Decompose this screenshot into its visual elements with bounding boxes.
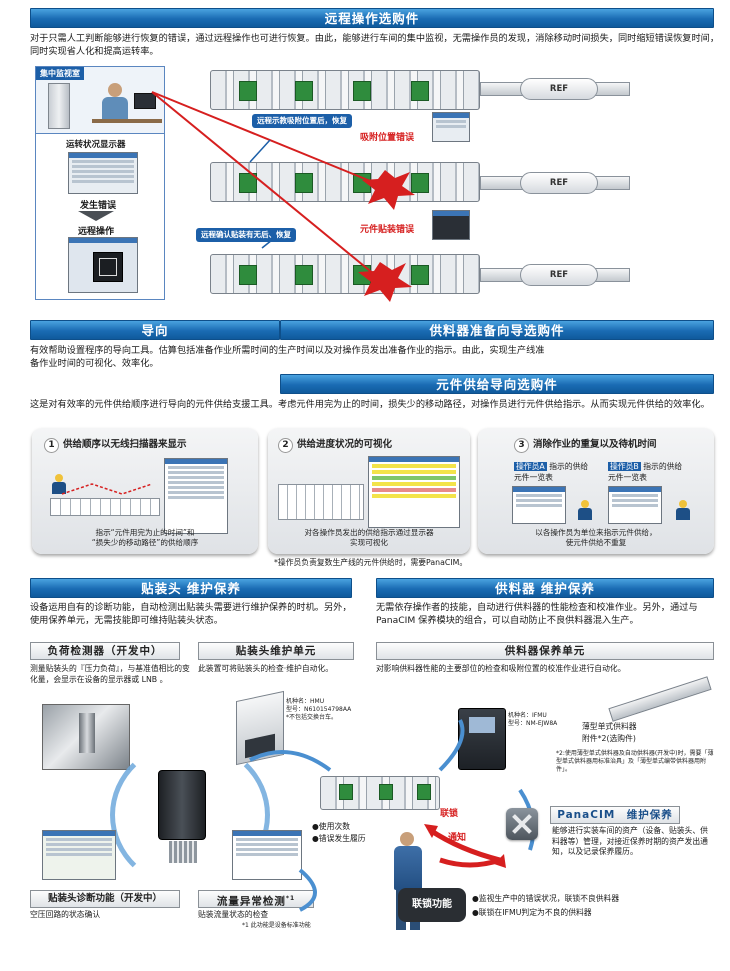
label-mount-error: 元件贴装错误 <box>360 225 415 235</box>
machine-screen-1 <box>432 112 470 142</box>
guide-banner-right: 供料器准备向导选购件 <box>280 320 714 340</box>
supply-footnote: *操作员负责复数生产线的元件供给时，需要PanaCIM。 <box>274 558 468 567</box>
step-1-caption: 指示“元件用完为止的时间”和 “损失少的移动路径”的供给顺序 <box>91 528 199 547</box>
feeder-unit-desc: 对影响供料器性能的主要部位的检查和吸附位置的校准作业进行自动化。 <box>376 664 626 673</box>
flow-detection-desc: 贴装流量状态的检查 <box>198 910 269 919</box>
feeder-maintenance-desc: 无需依存操作者的技能，自动进行供料器的性能检查和校准作业。另外，通过与PanaC… <box>376 602 698 626</box>
operator-a-list-label: 操作员A 指示的供给 元件一览表 <box>514 462 589 482</box>
ref-label-2: REF <box>520 172 598 194</box>
server-illustration <box>48 83 70 129</box>
supply-description: 这是对有效率的元件供给顺序进行导向的元件供给支援工具。考虑元件用完为止的时间，损… <box>30 399 710 410</box>
monitor-room-panel: 集中监视室 <box>35 66 165 134</box>
remote-description: 对于只需人工判断能够进行恢复的错误，通过远程操作也可进行恢复。由此，能够进行车间… <box>30 33 720 57</box>
remote-op-label: 远程操作 <box>78 227 115 237</box>
operator-a-worker <box>578 500 592 520</box>
remote-flow-panel: 运转状况显示器 发生错误 远程操作 <box>35 134 165 300</box>
usage-count-label: ●使用次数 <box>312 822 350 831</box>
head-cycle-arrows <box>110 740 270 890</box>
step-1-scanner-screen <box>164 458 228 534</box>
load-detector-photo <box>42 704 130 770</box>
hmu-not-include: *不包括交换台车。 <box>286 714 338 721</box>
operator-at-desk <box>108 83 122 97</box>
ifmu-machine-name: 机种名：IFMU <box>508 712 547 719</box>
guide-description: 有效帮助设置程序的导向工具。估算包括准备作业所需时间的生产时间以及对操作员发出准… <box>30 345 545 369</box>
supply-banner: 元件供给导向选购件 <box>280 374 714 394</box>
interlock-item-2: ●联锁在IFMU判定为不良的供料器 <box>472 908 592 917</box>
error-history-label: ●错误发生履历 <box>312 834 366 843</box>
tag-remote-pickup: 远程示教吸附位置后，恢复 <box>252 114 352 128</box>
head-diagnosis-desc: 空压回路的状态确认 <box>30 910 101 919</box>
center-production-line <box>320 776 440 810</box>
load-detector-desc: 测量贴装头的『压力负荷』，与基准值相比的变化量，会显示在设备的显示器或 LNB … <box>30 664 190 684</box>
head-maintenance-desc: 设备运用自有的诊断功能，自动检测出贴装头需要进行维护保养的时机。另外，使用保养单… <box>30 602 352 626</box>
step-1-feeder-strip <box>50 498 160 516</box>
operator-a-screen <box>512 486 566 524</box>
head-diagnosis-title: 贴装头诊断功能（开发中） <box>30 890 180 908</box>
step-3-caption: 以各操作员为单位来指示元件供给， 使元件供给不重复 <box>535 528 657 547</box>
step-2-feeder-strip <box>278 484 364 520</box>
panacim-maintenance-desc: 能够进行实装车间的资产（设备、贴装头、供料器等）管理，对接近保养时期的资产发出通… <box>552 826 708 856</box>
remote-section-banner: 远程操作选购件 <box>30 8 714 28</box>
tag-remote-mount: 远程确认贴装有无后、恢复 <box>196 228 296 242</box>
feeder-unit-title: 供料器保养单元 <box>376 642 714 660</box>
load-detector-title: 负荷检测器（开发中） <box>30 642 180 660</box>
head-unit-title: 贴装头维护单元 <box>198 642 354 660</box>
desk <box>92 119 162 123</box>
ref-label-1: REF <box>520 78 598 100</box>
head-unit-desc: 此装置可将贴装头的检查·维护自动化。 <box>198 664 334 673</box>
flow-detection-screen <box>232 830 302 880</box>
flow-detection-title: 流量异常检测*1 <box>198 890 314 908</box>
operator-b-worker <box>676 500 690 520</box>
step-2-caption: 对各操作员发出的供给指示通过显示器 实现可视化 <box>304 528 434 547</box>
machine-screen-2 <box>432 210 470 240</box>
operator-b-list-label: 操作员B 指示的供给 元件一览表 <box>608 462 683 482</box>
step-1-worker <box>52 474 66 494</box>
feeder-note-2: *2:使用薄型单式供料器及自动供料器(开发中)时，需要「薄型单式供料器用标准治具… <box>556 750 714 773</box>
interlock-item-1: ●监视生产中的错误状况，联锁不良供料器 <box>472 894 620 903</box>
hmu-model-no: 型号：N610154798AA <box>286 706 352 713</box>
production-line-2 <box>210 162 480 202</box>
head-maintenance-banner: 贴装头 维护保养 <box>30 578 352 598</box>
feeder-maintenance-banner: 供料器 维护保养 <box>376 578 714 598</box>
operator-b-screen <box>608 486 662 524</box>
head-diagnosis-screen <box>42 830 116 880</box>
label-pickup-error: 吸附位置错误 <box>360 133 415 143</box>
status-display-label: 运转状况显示器 <box>66 140 126 150</box>
panacim-tool-icon <box>506 808 538 840</box>
status-display-screen <box>68 152 138 194</box>
ifmu-model-no: 型号：NM-EJW8A <box>508 720 558 727</box>
down-arrow-icon <box>78 211 114 221</box>
interlock-function-box: 联锁功能 <box>398 888 466 922</box>
desk-monitor <box>134 93 156 109</box>
guide-banner-left: 导向 <box>30 320 280 340</box>
notify-arrow-label: 通知 <box>448 833 467 843</box>
panacim-maintenance-title: PanaCIM 维护保养 <box>550 806 680 824</box>
monitor-room-label: 集中监视室 <box>36 67 84 80</box>
hmu-machine-name: 机种名：HMU <box>286 698 325 705</box>
error-arrows <box>151 91 415 302</box>
ref-label-3: REF <box>520 264 598 286</box>
production-line-3 <box>210 254 480 294</box>
feeder-cycle-arrows <box>249 719 536 912</box>
interlock-arrow-label: 联锁 <box>440 809 459 819</box>
step-1-path <box>61 483 153 495</box>
flow-detection-note: *1 此功能是设备标准功能 <box>242 922 311 929</box>
thin-feeder-label: 薄型单式供料器 <box>582 722 637 731</box>
step-2-progress-screen <box>368 456 460 528</box>
attachment-label: 附件*2(选购件) <box>582 734 636 743</box>
ifmu-machine <box>458 708 506 770</box>
remote-op-screen <box>68 237 138 293</box>
error-occur-label: 发生错误 <box>80 201 117 211</box>
operator-body <box>102 97 128 119</box>
production-line-1 <box>210 70 480 110</box>
